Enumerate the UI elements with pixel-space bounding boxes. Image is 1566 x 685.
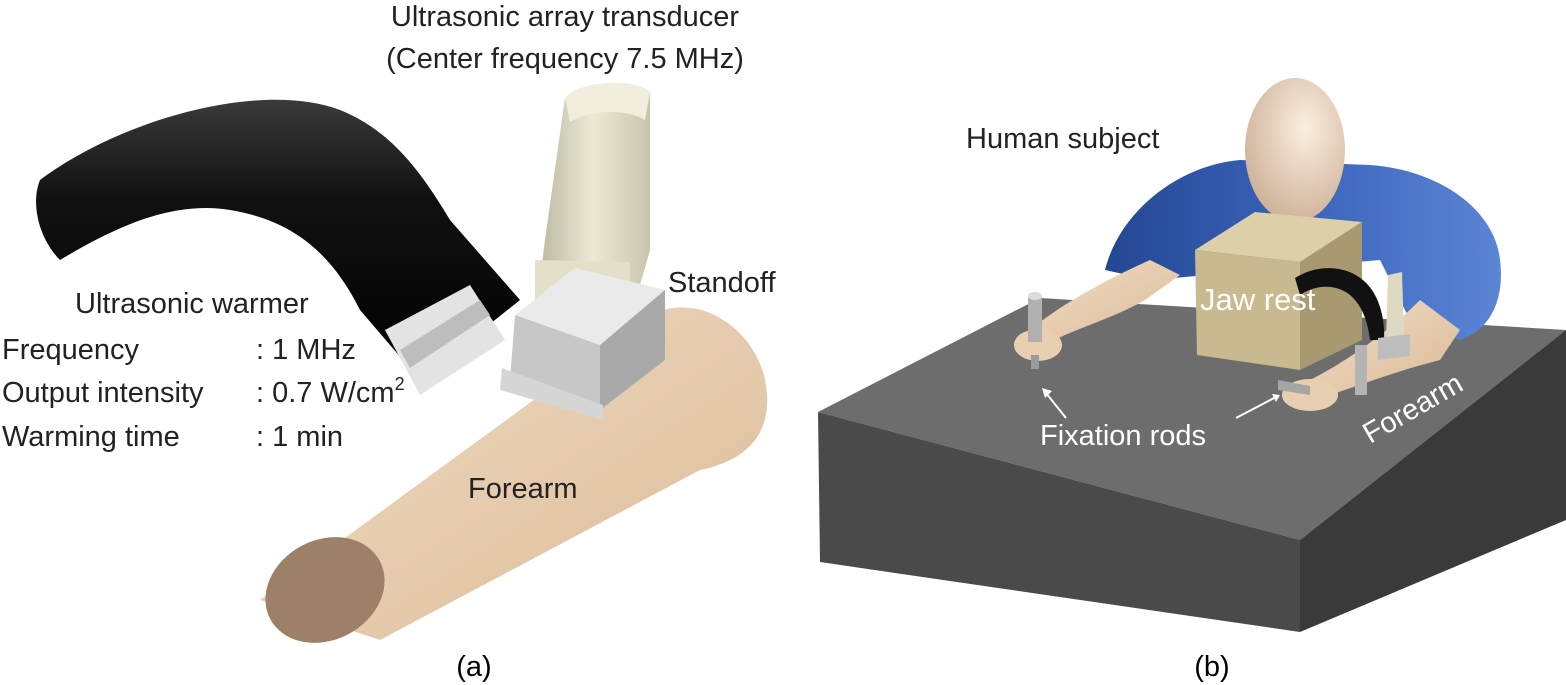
small-transducer-model bbox=[1378, 272, 1410, 360]
fixation-rod-left bbox=[1028, 292, 1042, 369]
jaw-rest-label: Jaw rest bbox=[1200, 282, 1316, 317]
panel-a: Ultrasonic array transducer (Center freq… bbox=[2, 1, 776, 683]
transducer-title: Ultrasonic array transducer bbox=[391, 1, 739, 33]
spec-intensity-value: : 0.7 W/cm bbox=[256, 377, 395, 409]
head-model bbox=[1245, 78, 1345, 222]
spec-frequency-value: : 1 MHz bbox=[256, 334, 356, 366]
spec-intensity-value-group: : 0.7 W/cm2 bbox=[256, 374, 405, 409]
forearm-label-a: Forearm bbox=[468, 473, 578, 505]
spec-frequency-label: Frequency bbox=[2, 334, 140, 366]
human-subject-label: Human subject bbox=[966, 123, 1159, 155]
forearm-model-a bbox=[260, 307, 768, 643]
jaw-rest-model bbox=[1195, 212, 1362, 370]
spec-intensity-superscript: 2 bbox=[395, 374, 405, 394]
fixation-rods-label: Fixation rods bbox=[1040, 420, 1206, 452]
spec-warming-time-label: Warming time bbox=[2, 421, 180, 453]
panel-b: Human subject Jaw rest Fixation rods For… bbox=[818, 78, 1566, 683]
small-warmer-model bbox=[1295, 268, 1385, 340]
caption-a: (a) bbox=[456, 651, 491, 683]
standoff-label: Standoff bbox=[668, 267, 776, 299]
warmer-title: Ultrasonic warmer bbox=[75, 288, 309, 320]
spec-intensity-label: Output intensity bbox=[2, 377, 204, 409]
table-model bbox=[818, 298, 1566, 632]
ultrasonic-warmer-model bbox=[36, 99, 520, 395]
caption-b: (b) bbox=[1194, 651, 1229, 683]
fixation-arrow-right bbox=[1235, 394, 1280, 419]
fixation-rod-right bbox=[1278, 345, 1367, 395]
spec-warming-time-value: : 1 min bbox=[256, 421, 343, 453]
standoff-model bbox=[500, 268, 665, 420]
fixation-arrow-left bbox=[1042, 388, 1067, 419]
transducer-subtitle: (Center frequency 7.5 MHz) bbox=[386, 43, 744, 75]
